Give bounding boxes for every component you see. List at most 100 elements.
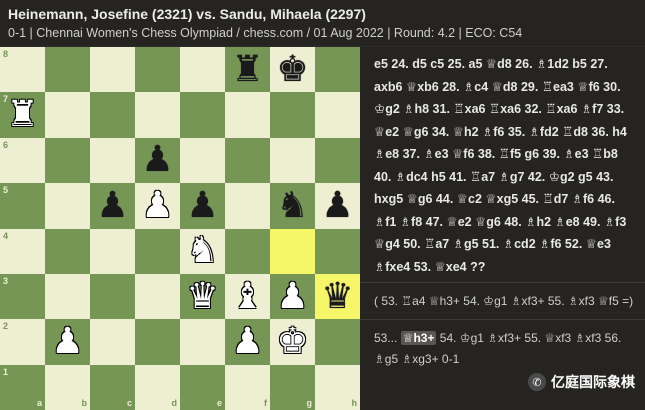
square-g1[interactable]: g <box>270 364 315 410</box>
square-h8[interactable] <box>315 47 360 93</box>
square-f2[interactable]: ♟ <box>225 319 270 365</box>
black-piece-h5[interactable]: ♟ <box>321 184 354 226</box>
square-g7[interactable] <box>270 92 315 138</box>
square-a4[interactable]: 4 <box>0 228 45 274</box>
square-d8[interactable] <box>135 47 180 93</box>
piece-figurine-icon: ♕ <box>598 294 609 308</box>
square-h6[interactable] <box>315 137 360 184</box>
square-c2[interactable] <box>90 319 135 365</box>
black-piece-d6[interactable]: ♟ <box>141 139 174 181</box>
square-f1[interactable]: f <box>225 364 270 410</box>
square-b3[interactable] <box>45 273 90 320</box>
square-c4[interactable] <box>90 228 135 274</box>
current-line-rest: 54. ♔g1 ♗xf3+ 55. ♕xf3 ♗xf3 56. ♗g5 ♗xg3… <box>374 331 621 366</box>
square-a3[interactable]: 3 <box>0 273 45 320</box>
square-c1[interactable]: c <box>90 364 135 410</box>
square-e1[interactable]: e <box>180 364 225 410</box>
square-h5[interactable]: ♟ <box>315 183 360 229</box>
game-title: Heinemann, Josefine (2321) vs. Sandu, Mi… <box>8 6 366 22</box>
square-a8[interactable]: 8 <box>0 47 45 93</box>
square-d4[interactable] <box>135 228 180 274</box>
square-c8[interactable] <box>90 47 135 93</box>
square-e6[interactable] <box>180 137 225 184</box>
square-d2[interactable] <box>135 319 180 365</box>
square-f6[interactable] <box>225 137 270 184</box>
square-a5[interactable]: 5 <box>0 183 45 229</box>
square-e3[interactable]: ♛ <box>180 273 225 320</box>
white-piece-d5[interactable]: ♟ <box>141 184 174 226</box>
black-piece-g8[interactable]: ♚ <box>276 48 309 90</box>
square-h2[interactable] <box>315 319 360 365</box>
square-c5[interactable]: ♟ <box>90 183 135 229</box>
square-a7[interactable]: 7♜ <box>0 92 45 138</box>
square-e7[interactable] <box>180 92 225 138</box>
square-g2[interactable]: ♚ <box>270 319 315 365</box>
square-c7[interactable] <box>90 92 135 138</box>
current-move-highlight[interactable]: ♕h3+ <box>400 330 437 345</box>
white-piece-a7[interactable]: ♜ <box>6 94 39 136</box>
square-b8[interactable] <box>45 47 90 93</box>
square-d5[interactable]: ♟ <box>135 183 180 229</box>
square-e5[interactable]: ♟ <box>180 183 225 229</box>
white-piece-e4[interactable]: ♞ <box>186 230 219 272</box>
piece-figurine-icon: ♕ <box>585 236 597 251</box>
square-f8[interactable]: ♜ <box>225 47 270 93</box>
watermark-text: 亿庭国际象棋 <box>551 374 635 390</box>
square-g4[interactable] <box>270 228 315 274</box>
square-a2[interactable]: 2 <box>0 319 45 365</box>
move-text: e3 <box>434 147 453 161</box>
square-g8[interactable]: ♚ <box>270 47 315 93</box>
square-e2[interactable] <box>180 319 225 365</box>
white-piece-e3[interactable]: ♛ <box>186 275 219 317</box>
square-g6[interactable] <box>270 137 315 184</box>
square-f7[interactable] <box>225 92 270 138</box>
square-b6[interactable] <box>45 137 90 184</box>
square-b5[interactable] <box>45 183 90 229</box>
square-h4[interactable] <box>315 228 360 274</box>
piece-figurine-icon: ♕ <box>544 330 556 345</box>
square-e8[interactable] <box>180 47 225 93</box>
square-e4[interactable]: ♞ <box>180 228 225 274</box>
square-f5[interactable] <box>225 183 270 229</box>
square-b4[interactable] <box>45 228 90 274</box>
square-b1[interactable]: b <box>45 364 90 410</box>
square-d7[interactable] <box>135 92 180 138</box>
current-move-number: 53... <box>374 330 401 345</box>
square-d6[interactable]: ♟ <box>135 137 180 184</box>
white-piece-b2[interactable]: ♟ <box>51 320 84 362</box>
square-f3[interactable]: ♝ <box>225 273 270 320</box>
black-piece-c5[interactable]: ♟ <box>96 184 129 226</box>
square-h3[interactable]: ♛ <box>315 273 360 320</box>
piece-figurine-icon: ♗ <box>525 213 537 229</box>
black-piece-f8[interactable]: ♜ <box>231 48 264 90</box>
white-piece-f2[interactable]: ♟ <box>231 320 264 362</box>
square-b2[interactable]: ♟ <box>45 319 90 365</box>
square-g5[interactable]: ♞ <box>270 183 315 229</box>
square-c6[interactable] <box>90 137 135 184</box>
square-d3[interactable] <box>135 273 180 320</box>
move-text: g5 51. <box>463 237 503 251</box>
square-f4[interactable] <box>225 228 270 274</box>
main-line-moves[interactable]: e5 24. d5 c5 25. a5 ♕d8 26. ♗1d2 b5 27. … <box>374 53 637 278</box>
move-text: e3 <box>597 237 611 251</box>
black-piece-h3[interactable]: ♛ <box>321 275 354 317</box>
variation-line[interactable]: ( 53. ♖a4 ♕h3+ 54. ♔g1 ♗xf3+ 55. ♗xf3 ♕f… <box>374 291 637 313</box>
white-piece-g3[interactable]: ♟ <box>276 275 309 317</box>
square-h7[interactable] <box>315 92 360 138</box>
square-h1[interactable]: h <box>315 364 360 410</box>
square-c3[interactable] <box>90 273 135 320</box>
black-piece-g5[interactable]: ♞ <box>276 184 309 226</box>
square-b7[interactable] <box>45 92 90 138</box>
move-text: fxe4 53. <box>385 259 435 274</box>
black-piece-e5[interactable]: ♟ <box>186 184 219 226</box>
piece-figurine-icon: ♕ <box>485 191 497 206</box>
square-a6[interactable]: 6 <box>0 137 45 184</box>
square-d1[interactable]: d <box>135 364 180 410</box>
white-piece-g2[interactable]: ♚ <box>276 320 309 362</box>
white-piece-f3[interactable]: ♝ <box>231 275 264 317</box>
current-line[interactable]: 53... ♕h3+ 54. ♔g1 ♗xf3+ 55. ♕xf3 ♗xf3 5… <box>374 328 637 370</box>
square-g3[interactable]: ♟ <box>270 273 315 320</box>
piece-figurine-icon: ♖ <box>541 78 554 94</box>
